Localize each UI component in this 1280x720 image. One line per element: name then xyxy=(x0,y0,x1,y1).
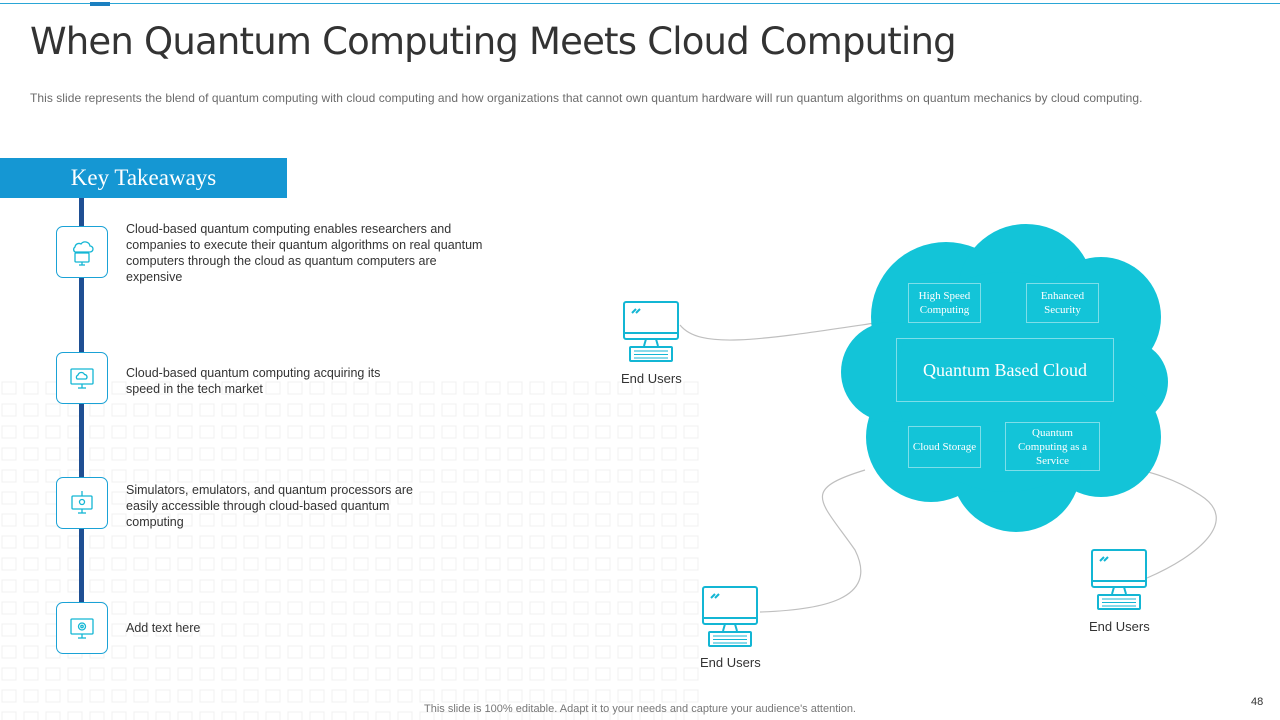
takeaway-text-2: Cloud-based quantum computing acquiring … xyxy=(126,366,381,396)
cloud-title: Quantum Based Cloud xyxy=(896,338,1114,402)
top-accent-mark xyxy=(90,2,110,6)
end-users-label-2: End Users xyxy=(700,655,761,670)
end-users-label-3: End Users xyxy=(1089,619,1150,634)
monitor-network-icon xyxy=(56,477,108,529)
end-users-label-1: End Users xyxy=(621,371,682,386)
feature-cloud-storage: Cloud Storage xyxy=(908,426,981,468)
feature-quantum-computing-service: Quantum Computing as a Service xyxy=(1005,422,1100,471)
footer-note: This slide is 100% editable. Adapt it to… xyxy=(424,703,856,715)
takeaway-text-3: Simulators, emulators, and quantum proce… xyxy=(126,483,413,529)
top-border-line xyxy=(0,3,1280,4)
key-takeaways-banner xyxy=(0,158,287,198)
slide-subtitle: This slide represents the blend of quant… xyxy=(30,91,1143,105)
takeaway-text-1: Cloud-based quantum computing enables re… xyxy=(126,222,483,284)
feature-high-speed-computing: High Speed Computing xyxy=(908,283,981,323)
cloud-computer-icon xyxy=(56,226,108,278)
slide-title: When Quantum Computing Meets Cloud Compu… xyxy=(30,20,957,63)
background-pattern xyxy=(0,380,700,720)
computer-icon xyxy=(702,586,758,647)
takeaway-text-4: Add text here xyxy=(126,621,201,635)
key-takeaways-heading: Key Takeaways xyxy=(70,165,217,190)
monitor-gear-icon xyxy=(56,602,108,654)
monitor-cloud-icon xyxy=(56,352,108,404)
timeline-bar xyxy=(79,198,84,653)
computer-icon xyxy=(623,301,679,362)
computer-icon xyxy=(1091,549,1147,610)
quantum-cloud-shape xyxy=(841,224,1168,532)
page-number: 48 xyxy=(1251,696,1264,708)
feature-enhanced-security: Enhanced Security xyxy=(1026,283,1099,323)
